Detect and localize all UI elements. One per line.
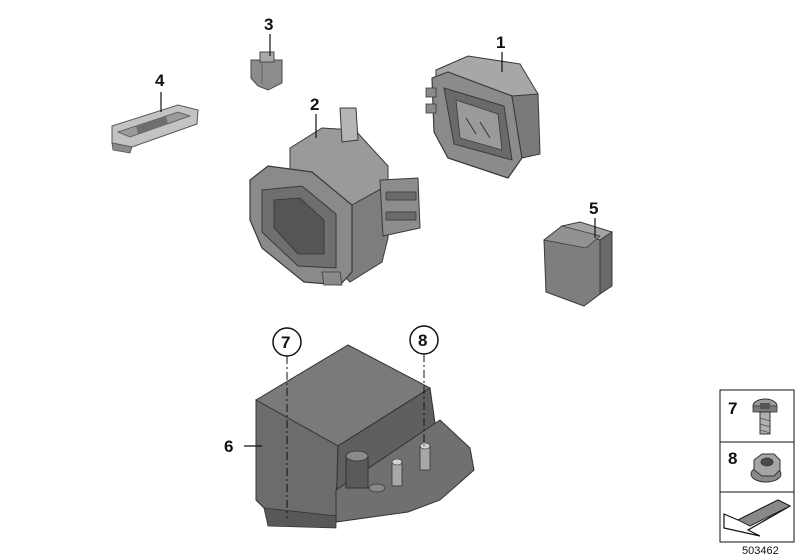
part-5-cap [543,221,614,307]
part-6-module [255,344,475,529]
legend-7-label: 7 [728,399,737,418]
callout-6: 6 [224,437,233,456]
callout-1: 1 [496,33,505,52]
part-1-socket-housing [425,55,541,179]
arrow-symbol-icon [723,499,792,537]
callout-5: 5 [589,199,598,218]
callout-3: 3 [264,15,273,34]
callout-2: 2 [310,95,319,114]
part-4-connector-clip [111,104,199,154]
part-2-connector-housing [249,107,421,286]
part-3-clip [250,51,283,91]
callout-4: 4 [155,71,165,90]
reference-number: 503462 [742,545,779,557]
nut-icon [750,453,782,483]
screw-icon [752,398,778,435]
callout-7: 7 [281,333,290,352]
legend-8-label: 8 [728,449,737,468]
callout-8: 8 [418,331,427,350]
